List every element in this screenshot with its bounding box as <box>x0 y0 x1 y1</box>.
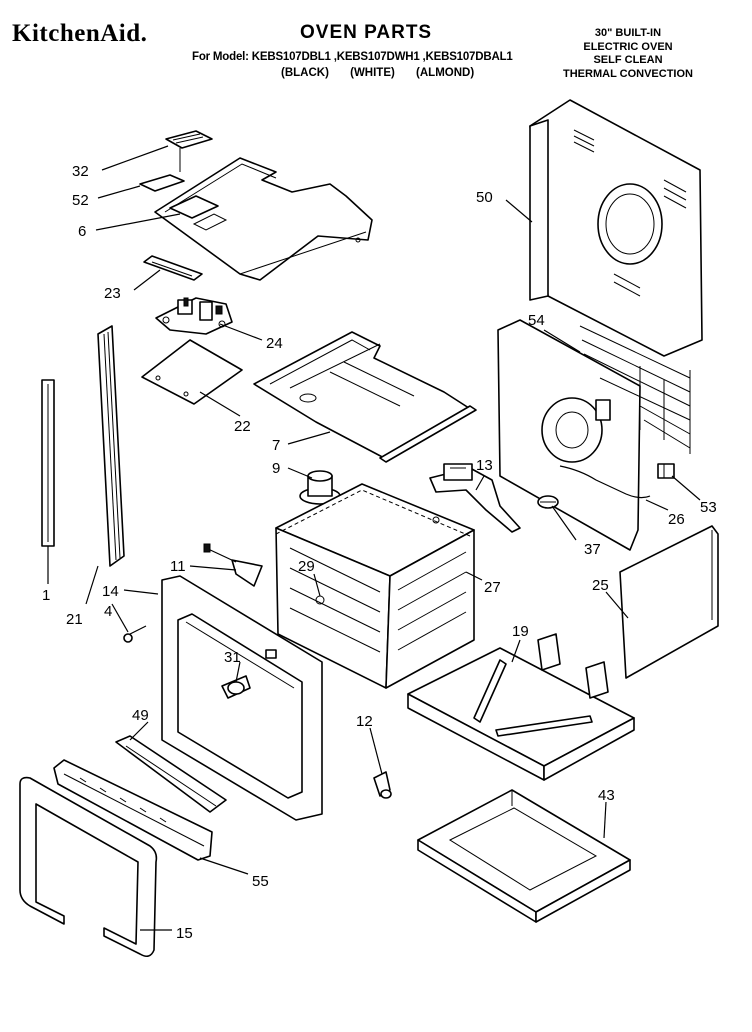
callout-19: 19 <box>512 623 529 640</box>
part-12-drawing <box>373 771 392 799</box>
callout-27: 27 <box>484 579 501 596</box>
part-55-drawing <box>53 759 213 861</box>
model-line: For Model: KEBS107DBL1 ,KEBS107DWH1 ,KEB… <box>192 51 513 63</box>
part-50-drawing <box>529 99 703 357</box>
callout-50: 50 <box>476 189 493 206</box>
part-7-drawing <box>253 331 477 463</box>
callout-14: 14 <box>102 583 119 600</box>
callout-1: 1 <box>42 587 50 604</box>
part-19-drawing <box>407 633 635 781</box>
part-22-drawing <box>141 339 243 405</box>
finish-line: (BLACK) (WHITE) (ALMOND) <box>281 67 492 79</box>
finish-white: (WHITE) <box>350 67 395 79</box>
part-21-drawing <box>97 325 125 567</box>
part-25-drawing <box>619 525 719 679</box>
part-11-drawing <box>203 543 263 587</box>
part-15-drawing <box>19 776 158 958</box>
callout-55: 55 <box>252 873 269 890</box>
callout-31: 31 <box>224 649 241 666</box>
part-52-drawing <box>139 174 185 192</box>
callout-26: 26 <box>668 511 685 528</box>
callout-25: 25 <box>592 577 609 594</box>
part-13-drawing <box>429 463 521 533</box>
callout-29: 29 <box>298 558 315 575</box>
part-1-drawing <box>41 379 55 547</box>
callout-7: 7 <box>272 437 280 454</box>
brand-logo: KitchenAid. <box>12 20 148 47</box>
callout-labels: 32 52 6 23 24 22 7 9 13 50 54 53 26 37 2… <box>42 163 717 942</box>
callout-43: 43 <box>598 787 615 804</box>
finish-almond: (ALMOND) <box>416 67 475 79</box>
part-49-drawing <box>115 735 227 813</box>
callout-24: 24 <box>266 335 283 352</box>
callout-21: 21 <box>66 611 83 628</box>
part-4-drawing <box>123 625 147 643</box>
spec-line-1: 30" BUILT-IN <box>594 27 662 39</box>
leader-lines <box>47 145 701 931</box>
spec-line-4: THERMAL CONVECTION <box>563 67 693 80</box>
callout-4: 4 <box>104 603 112 620</box>
spec-line-2: ELECTRIC OVEN <box>583 40 673 53</box>
oven-cavity-drawing <box>275 483 475 689</box>
part-23-drawing <box>143 255 203 281</box>
callout-6: 6 <box>78 223 86 240</box>
part-26-drawing <box>559 465 651 499</box>
callout-37: 37 <box>584 541 601 558</box>
part-14-drawing <box>161 575 323 821</box>
callout-32: 32 <box>72 163 89 180</box>
callout-23: 23 <box>104 285 121 302</box>
finish-black: (BLACK) <box>281 67 329 79</box>
callout-15: 15 <box>176 925 193 942</box>
callout-9: 9 <box>272 460 280 477</box>
callout-49: 49 <box>132 707 149 724</box>
part-43-drawing <box>417 789 631 923</box>
product-spec: 30" BUILT-IN ELECTRIC OVEN SELF CLEAN TH… <box>538 27 718 81</box>
part-32-drawing <box>165 130 213 172</box>
callout-54: 54 <box>528 312 545 329</box>
callout-52: 52 <box>72 192 89 209</box>
callout-11: 11 <box>170 558 186 575</box>
part-54-drawing <box>497 319 691 551</box>
part-24-drawing <box>155 297 233 335</box>
callout-12: 12 <box>356 713 373 730</box>
callout-53: 53 <box>700 499 717 516</box>
spec-line-3: SELF CLEAN <box>593 54 663 66</box>
part-37-drawing <box>537 495 559 509</box>
callout-13: 13 <box>476 457 493 474</box>
callout-22: 22 <box>234 418 251 435</box>
part-53-drawing <box>657 463 675 479</box>
part-6-drawing <box>154 157 373 281</box>
page-title: OVEN PARTS <box>300 22 433 43</box>
part-9-drawing <box>299 470 341 530</box>
